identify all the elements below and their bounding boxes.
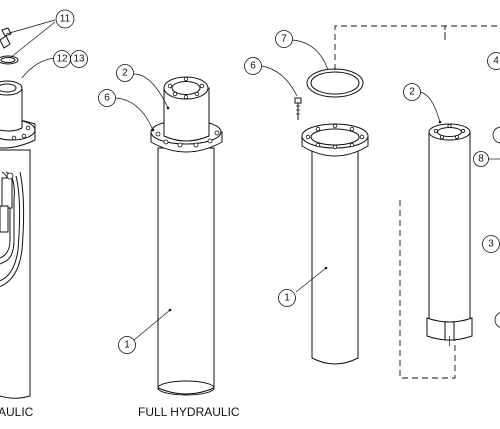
caption-left: AULIC xyxy=(0,405,34,419)
seal-ring xyxy=(306,68,364,98)
left-small-part-a xyxy=(0,35,11,49)
middle-collar xyxy=(163,87,210,142)
bolt-head xyxy=(294,97,302,104)
lower-cylinder xyxy=(311,147,359,365)
left-valve-block xyxy=(1,177,13,209)
callout-6-middle-label: 6 xyxy=(104,93,110,104)
exploded-center xyxy=(261,39,369,365)
callout-8: 8 xyxy=(473,151,489,167)
piston-tube xyxy=(428,131,471,323)
callout-1-middle-label: 1 xyxy=(124,340,130,351)
callout-2-right-label: 2 xyxy=(409,87,415,98)
left-assembly xyxy=(0,19,56,399)
callout-4-label: 4 xyxy=(493,56,499,67)
callout-6-center-label: 6 xyxy=(250,61,256,72)
callout-7-label: 7 xyxy=(281,34,287,45)
callout-12-label: 12 xyxy=(56,54,68,65)
callout-2-right: 2 xyxy=(403,83,421,101)
callout-11: 11 xyxy=(55,9,75,29)
callout-3: 3 xyxy=(482,235,500,253)
callout-6-center: 6 xyxy=(244,57,262,75)
middle-cylinder-body xyxy=(157,147,215,395)
callout-12: 12 xyxy=(53,50,71,68)
callout-3-label: 3 xyxy=(488,239,494,250)
callout-2-middle: 2 xyxy=(116,64,134,82)
callout-4: 4 xyxy=(487,52,500,70)
callout-1-center: 1 xyxy=(278,289,296,307)
piston-assembly xyxy=(419,91,500,346)
callout-partial-bottom xyxy=(494,312,500,328)
callout-1-center-label: 1 xyxy=(284,293,290,304)
callout-13-label: 13 xyxy=(73,54,85,65)
callout-1-middle: 1 xyxy=(118,336,136,354)
callout-13: 13 xyxy=(70,50,88,68)
callout-8-label: 8 xyxy=(478,154,484,165)
left-ring xyxy=(0,55,19,65)
assembly-path xyxy=(334,25,500,379)
callout-7: 7 xyxy=(275,30,293,48)
left-collar xyxy=(0,87,23,132)
caption-full-hydraulic: FULL HYDRAULIC xyxy=(138,405,240,419)
middle-assembly xyxy=(115,73,223,396)
callout-partial-top xyxy=(492,126,500,144)
left-collar-top xyxy=(0,80,23,96)
callout-2-middle-label: 2 xyxy=(122,68,128,79)
callouts: 11 12 13 2 6 1 7 6 xyxy=(53,9,500,354)
callout-11-label: 11 xyxy=(60,14,71,25)
left-small-part-b xyxy=(1,27,12,37)
callout-6-middle: 6 xyxy=(98,89,116,107)
